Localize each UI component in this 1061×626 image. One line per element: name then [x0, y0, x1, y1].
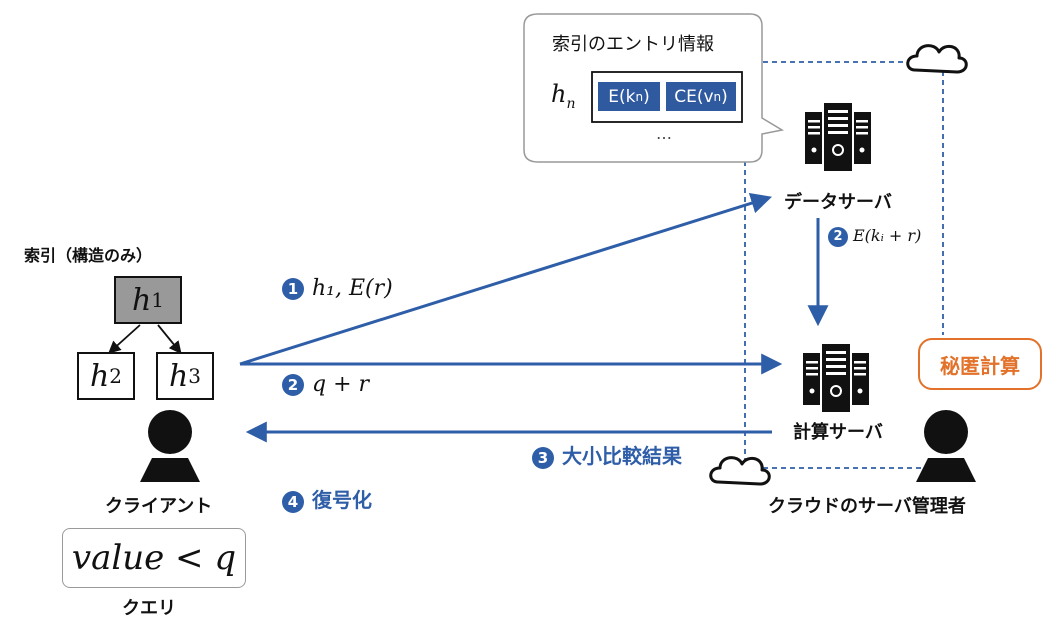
query-expression-box: value < q — [62, 528, 246, 588]
secure-computation-badge: 秘匿計算 — [918, 338, 1042, 390]
client-person-icon — [140, 410, 200, 482]
step3-number-icon: 3 — [532, 446, 554, 469]
calc-server-label: 計算サーバ — [793, 422, 883, 443]
step1-number-icon: 1 — [282, 278, 304, 300]
cloud-icon-top — [906, 44, 968, 74]
entry-ellipsis: … — [656, 124, 672, 143]
calc-server-icon — [802, 342, 870, 414]
data-server-icon — [804, 101, 872, 173]
index-tree-title: 索引（構造のみ） — [24, 246, 153, 265]
admin-person-icon — [916, 410, 976, 482]
step4-number-icon: 4 — [282, 490, 304, 513]
tree-edge-left — [108, 324, 141, 354]
admin-label: クラウドのサーバ管理者 — [768, 496, 966, 517]
client-label: クライアント — [105, 496, 213, 517]
entry-hash-label: hn — [551, 80, 576, 112]
query-label: クエリ — [122, 598, 176, 619]
step2b-number-icon: 2 — [828, 226, 848, 247]
data-server-label: データサーバ — [784, 192, 892, 213]
arrow-step1 — [239, 193, 773, 366]
tree-edge-right — [157, 324, 182, 354]
step2-number-icon: 2 — [282, 374, 304, 396]
cloud-icon-bottom — [709, 456, 771, 486]
index-entry-title: 索引のエントリ情報 — [552, 34, 714, 55]
